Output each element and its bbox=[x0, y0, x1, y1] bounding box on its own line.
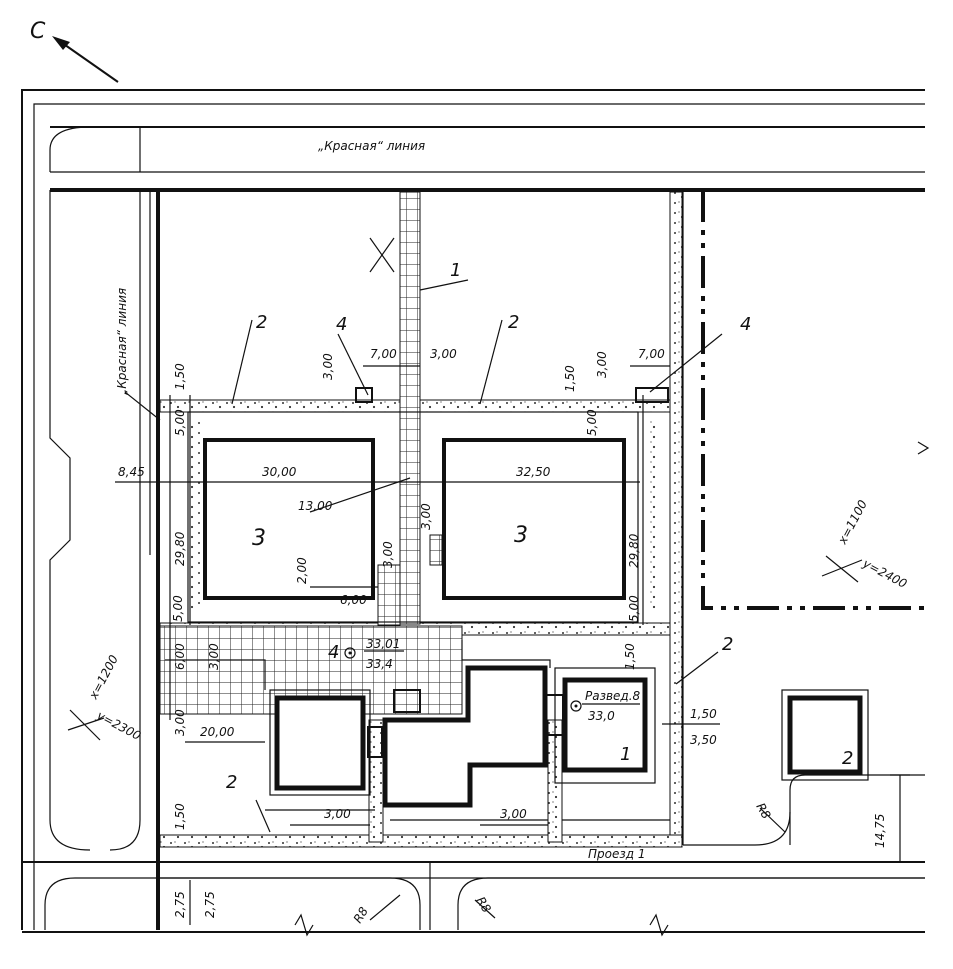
top-red-line-label: „Красная“ линия bbox=[318, 139, 425, 153]
dim-3-00-bottom-left: 3,00 bbox=[324, 807, 351, 821]
dim-3-00-sq: 3,00 bbox=[207, 643, 221, 670]
dim-3-00-left-vert: 3,00 bbox=[321, 353, 335, 380]
dim-6-00: 6,00 bbox=[340, 593, 367, 607]
callout-1-building: 1 bbox=[620, 744, 631, 765]
callout-4-right: 4 bbox=[740, 314, 751, 335]
dim-2-00: 2,00 bbox=[295, 557, 309, 584]
callout-2-kiosk: 2 bbox=[842, 748, 853, 769]
north-arrow: С bbox=[30, 19, 119, 83]
leader-lines bbox=[67, 237, 863, 921]
dim-2-75-right: 2,75 bbox=[203, 891, 217, 918]
callout-4-left: 4 bbox=[336, 314, 347, 335]
dim-29-80-left: 29,80 bbox=[173, 531, 187, 566]
callout-2-walkway-left: 2 bbox=[256, 312, 267, 333]
callout-3-playground-left: 3 bbox=[252, 526, 266, 551]
callout-2-bottom: 2 bbox=[226, 772, 237, 793]
callout-1-paved-path: 1 bbox=[450, 260, 461, 281]
street-lines bbox=[21, 89, 930, 937]
coord-right-x: x=1100 bbox=[835, 497, 870, 547]
dim-3-00-lower: 3,00 bbox=[173, 709, 187, 736]
dim-7-00-left: 7,00 bbox=[370, 347, 397, 361]
existing-elevation: 33,4 bbox=[366, 657, 393, 671]
dim-29-80-right: 29,80 bbox=[627, 533, 641, 568]
dim-13-00: 13,00 bbox=[298, 499, 333, 513]
playgrounds bbox=[187, 387, 669, 623]
dim-3-00-right-vert: 3,00 bbox=[595, 351, 609, 378]
tiled-paths bbox=[159, 191, 463, 715]
design-elevation: 33,01 bbox=[366, 637, 400, 651]
well-level: 33,0 bbox=[588, 709, 615, 723]
dim-3-50: 3,50 bbox=[690, 733, 717, 747]
dim-20-00: 20,00 bbox=[200, 725, 235, 739]
dim-5-00-bl: 5,00 bbox=[171, 595, 185, 622]
coord-right-y: y=2400 bbox=[860, 556, 910, 591]
dim-r8-left: R8 bbox=[351, 904, 372, 925]
road-label: Проезд 1 bbox=[588, 847, 646, 861]
dimension-lines bbox=[115, 365, 910, 925]
dim-3-00-mid: 3,00 bbox=[381, 541, 395, 568]
dim-3-00-path: 3,00 bbox=[419, 503, 433, 530]
dim-1-50-right: 1,50 bbox=[623, 643, 637, 670]
dim-2-75-left: 2,75 bbox=[173, 891, 187, 918]
dim-30-00: 30,00 bbox=[262, 465, 297, 479]
dim-r8-right: R8 bbox=[473, 894, 494, 915]
dim-1-50-building: 1,50 bbox=[690, 707, 717, 721]
dim-6-00-vert: 6,00 bbox=[173, 643, 187, 670]
dim-3-00-bottom-right: 3,00 bbox=[500, 807, 527, 821]
dim-32-50: 32,50 bbox=[516, 465, 551, 479]
buildings bbox=[165, 640, 869, 821]
dim-8-45: 8,45 bbox=[118, 465, 145, 479]
callout-3-playground-right: 3 bbox=[514, 523, 528, 548]
callout-2-right: 2 bbox=[722, 634, 733, 655]
well-name: Развед.8 bbox=[585, 689, 641, 703]
dim-14-75: 14,75 bbox=[873, 814, 887, 848]
dim-1-50-top-right: 1,50 bbox=[563, 365, 577, 392]
dim-5-00-br: 5,00 bbox=[627, 595, 641, 622]
north-arrow-label: С bbox=[30, 19, 46, 44]
dim-1-50-bottom: 1,50 bbox=[173, 803, 187, 830]
callout-4-square: 4 bbox=[328, 642, 339, 663]
dim-5-00-tr: 5,00 bbox=[585, 409, 599, 436]
neighbour-plot bbox=[682, 190, 925, 846]
dim-5-00-tl: 5,00 bbox=[173, 409, 187, 436]
dim-3-00-top: 3,00 bbox=[430, 347, 457, 361]
dim-7-00-right: 7,00 bbox=[638, 347, 665, 361]
coord-left-y: y=2300 bbox=[94, 708, 144, 743]
coord-left-x: x=1200 bbox=[86, 652, 121, 702]
callout-2-walkway-right: 2 bbox=[508, 312, 519, 333]
dim-1-50-top-left: 1,50 bbox=[173, 363, 187, 390]
left-red-line-label: „Красная“ линия bbox=[115, 288, 129, 395]
